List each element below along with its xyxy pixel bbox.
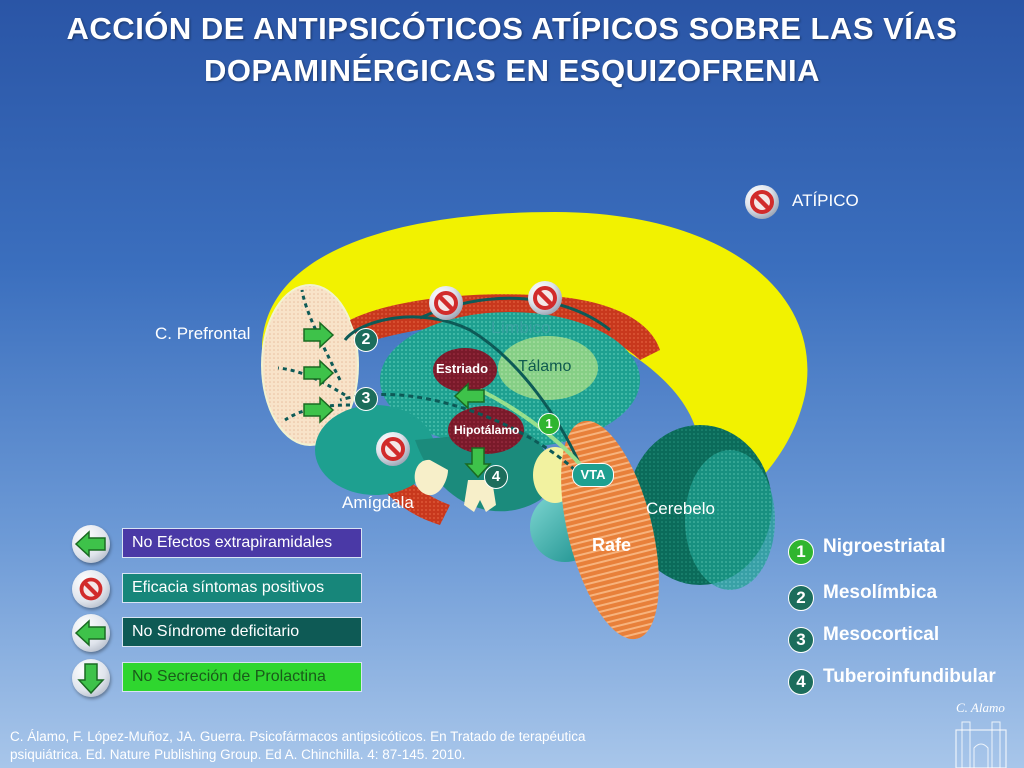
hypothalamus	[448, 406, 524, 454]
striatum-label: Estriado	[436, 361, 489, 376]
hypothalamus-label: Hipotálamo	[454, 423, 520, 437]
slide-title: ACCIÓN DE ANTIPSICÓTICOS ATÍPICOS SOBRE …	[0, 8, 1024, 92]
green-down-arrow-icon	[72, 659, 110, 697]
green-left-arrow-icon	[72, 525, 110, 563]
cathedral-logo	[955, 721, 1007, 768]
citation: C. Álamo, F. López-Muñoz, JA. Guerra. Ps…	[10, 729, 586, 762]
prefrontal-cortex	[261, 284, 359, 446]
cerebellum-edge	[685, 450, 775, 590]
prefrontal-arrow-up	[300, 289, 342, 381]
cortex-outline	[262, 212, 808, 490]
legend-text: No Síndrome deficitario	[122, 617, 362, 647]
pathway-label: Mesocortical	[823, 624, 940, 645]
limbic-band	[350, 294, 660, 360]
marker-2: 2	[354, 328, 378, 352]
prohibition-icon	[72, 570, 110, 608]
pathway-number: 4	[788, 669, 814, 695]
legend-text: No Efectos extrapiramidales	[122, 528, 362, 558]
amygdala-region	[315, 405, 435, 495]
author-signature: C. Alamo	[956, 700, 1005, 715]
pathway-number: 1	[788, 539, 814, 565]
thalamus-label: Tálamo	[518, 358, 572, 375]
legend-text: Eficacia síntomas positivos	[122, 573, 362, 603]
green-left-arrow-icon	[72, 614, 110, 652]
atypical-label: ATÍPICO	[792, 191, 859, 210]
pituitary-shape	[414, 459, 448, 496]
marker-3: 3	[354, 387, 378, 411]
pathway-number: 2	[788, 585, 814, 611]
prohibition-icon	[528, 281, 562, 315]
marker-1: 1	[538, 413, 560, 435]
pathway-number: 3	[788, 627, 814, 653]
limbic-label: Límbico	[491, 318, 551, 337]
legend-text: No Secreción de Prolactina	[122, 662, 362, 692]
prohibition-icon	[376, 432, 410, 466]
atypical-key-icon	[745, 185, 779, 219]
raphe-label: Rafe	[592, 535, 632, 555]
title-line-2: DOPAMINÉRGICAS EN ESQUIZOFRENIA	[203, 53, 821, 88]
amygdala-label: Amígdala	[342, 493, 414, 512]
marker-4: 4	[484, 465, 508, 489]
pathway-label: Nigroestriatal	[823, 536, 946, 557]
prefrontal-label: C. Prefrontal	[155, 324, 251, 343]
thalamus	[498, 336, 598, 400]
striatum	[433, 348, 497, 392]
title-line-1: ACCIÓN DE ANTIPSICÓTICOS ATÍPICOS SOBRE …	[66, 11, 958, 46]
cerebellum-label: Cerebelo	[646, 499, 715, 518]
pathway-label: Tuberoinfundibular	[823, 666, 996, 687]
vta-label: VTA	[572, 463, 614, 487]
pituitary-stalk	[464, 480, 496, 512]
pathway-label: Mesolímbica	[823, 582, 938, 603]
prohibition-icon	[429, 286, 463, 320]
prefrontal-arrow-left	[277, 366, 346, 397]
